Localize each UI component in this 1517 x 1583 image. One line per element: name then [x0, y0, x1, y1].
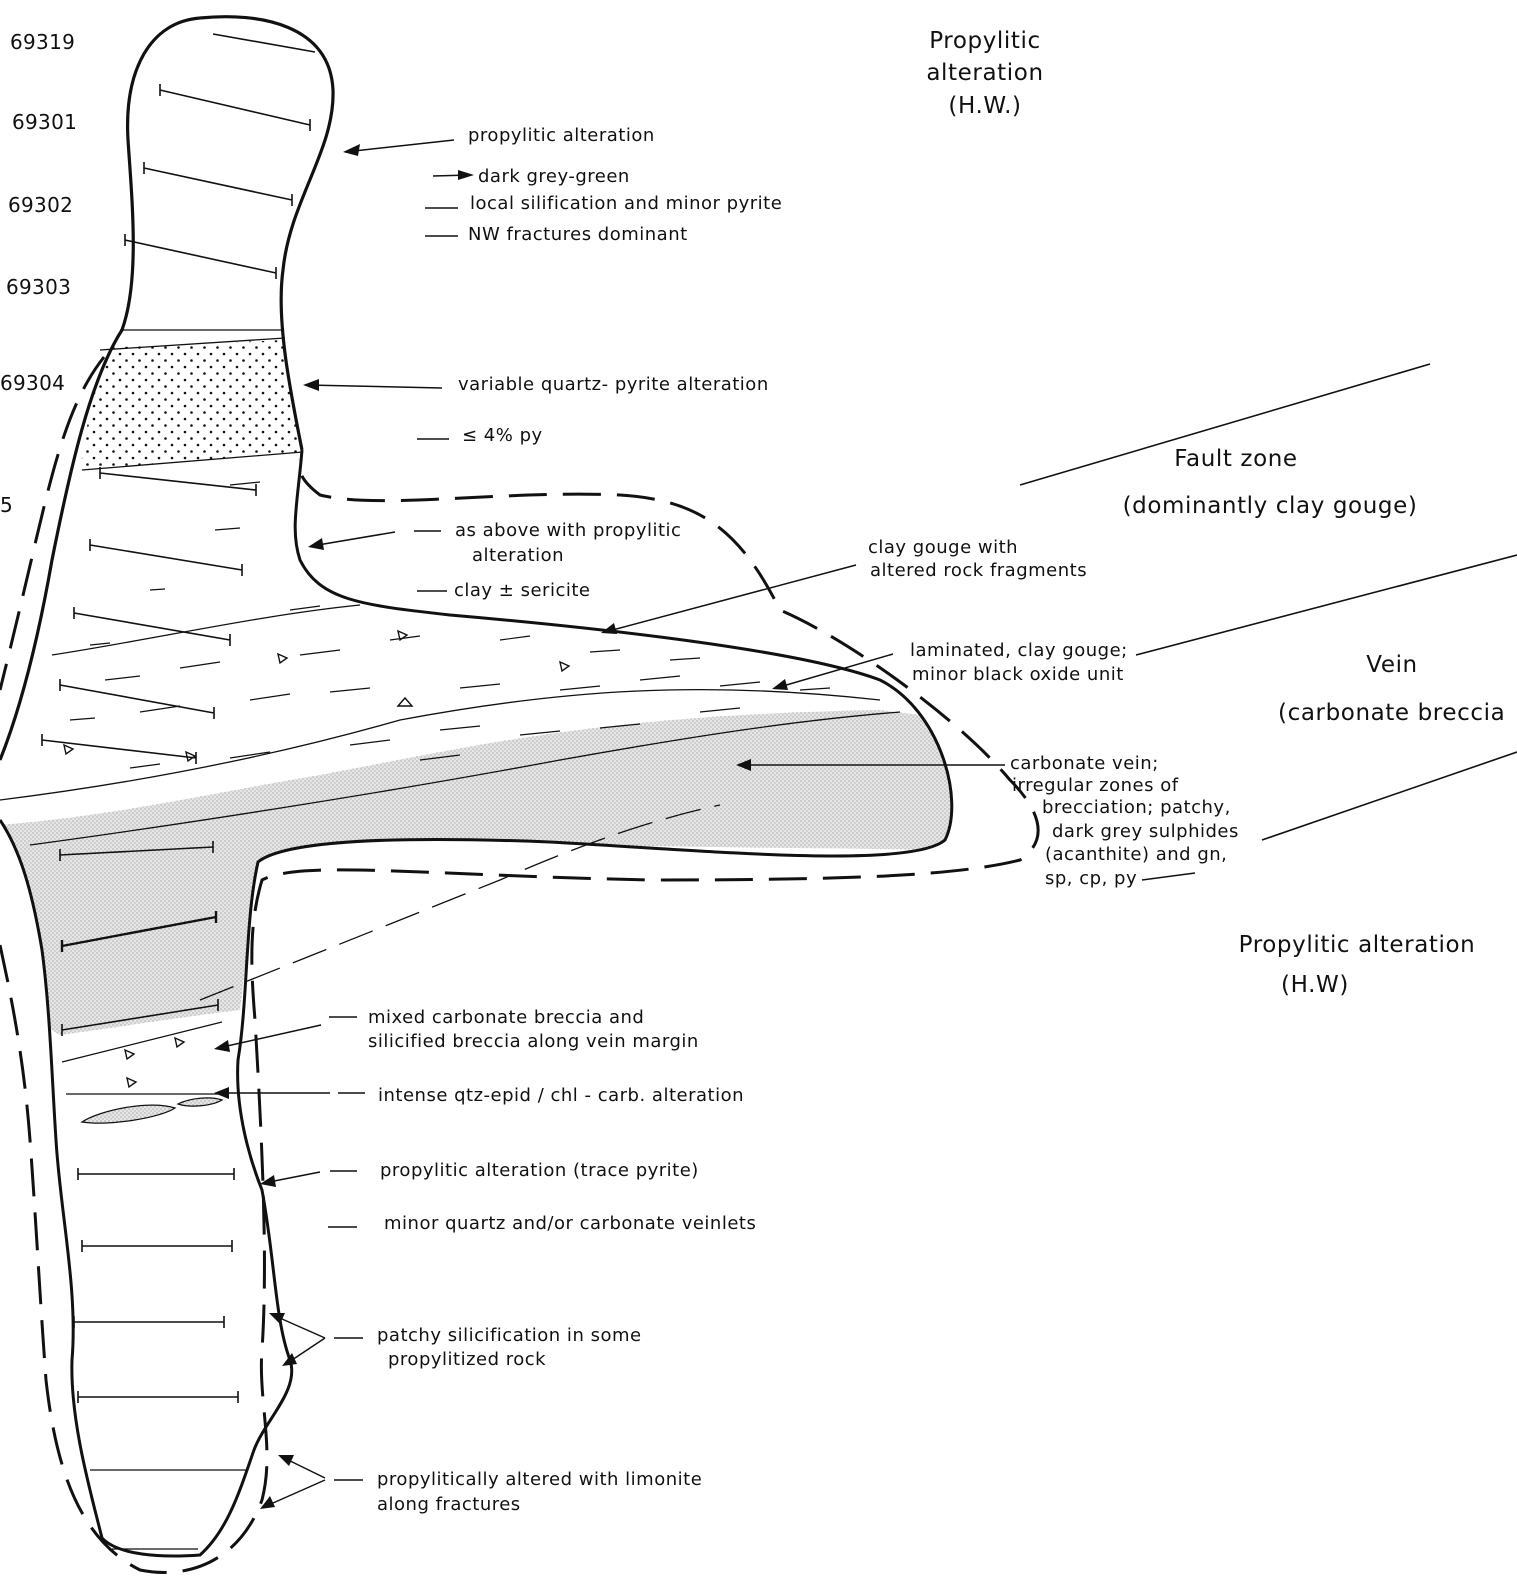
annotation-text: propylitically altered with limonite — [377, 1469, 702, 1490]
annotation-text: as above with propylitic — [455, 520, 681, 541]
annotation-text: patchy silicification in some — [377, 1325, 642, 1346]
zone-label-propylitic-top: (H.W.) — [948, 93, 1021, 119]
zone-label-propylitic-top: Propylitic — [929, 28, 1041, 54]
annotation-text: altered rock fragments — [870, 560, 1087, 581]
zone-label-propylitic-top: alteration — [926, 60, 1043, 86]
annotation-text: clay ± sericite — [454, 580, 591, 601]
annotation-text: dark grey sulphides — [1052, 821, 1239, 842]
annotation-text: NW fractures dominant — [468, 224, 688, 245]
annotation-text: propylitic alteration (trace pyrite) — [380, 1160, 699, 1181]
annotation-text: dark grey-green — [478, 166, 630, 187]
annotation-text: alteration — [472, 545, 564, 566]
zone-label-vein: (carbonate breccia — [1278, 700, 1505, 726]
annotation-text: (acanthite) and gn, — [1045, 844, 1227, 865]
carbonate-vein-fill — [0, 710, 960, 1035]
sample-label: 69304 — [0, 371, 65, 395]
annotation-text: brecciation; patchy, — [1042, 797, 1231, 818]
annotation-text: variable quartz- pyrite alteration — [458, 374, 769, 395]
sample-label: 69319 — [10, 30, 75, 54]
annotation-text: clay gouge with — [868, 537, 1018, 558]
sample-label: 69302 — [8, 193, 73, 217]
annotation-text: propylitized rock — [388, 1349, 546, 1370]
zone-label-propylitic-bottom: (H.W) — [1281, 972, 1349, 998]
zone-label-fault: (dominantly clay gouge) — [1123, 493, 1418, 519]
annotation-text: laminated, clay gouge; — [910, 640, 1128, 661]
annotation-text: minor black oxide unit — [912, 664, 1124, 685]
annotation-text: along fractures — [377, 1494, 521, 1515]
annotation-text: sp, cp, py — [1045, 868, 1137, 889]
qtz-epid-lens-small — [178, 1098, 222, 1106]
sample-label: 5 — [0, 493, 13, 517]
sample-label: 69301 — [12, 110, 77, 134]
annotation-text: mixed carbonate breccia and — [368, 1007, 644, 1028]
annotation-text: carbonate vein; — [1010, 753, 1159, 774]
quartz-pyrite-zone-fill — [80, 340, 303, 470]
annotation-text: silicified breccia along vein margin — [368, 1031, 699, 1052]
annotation-text: minor quartz and/or carbonate veinlets — [384, 1213, 756, 1234]
zone-label-vein: Vein — [1366, 652, 1417, 678]
zone-label-fault: Fault zone — [1174, 446, 1297, 472]
annotation-text: irregular zones of — [1012, 775, 1179, 796]
sample-label: 69303 — [6, 275, 71, 299]
sample-number-labels: 69319 69301 69302 69303 69304 5 — [0, 30, 77, 517]
annotation-text: local silification and minor pyrite — [470, 193, 782, 214]
zone-label-propylitic-bottom: Propylitic alteration — [1239, 932, 1476, 958]
annotation-text: propylitic alteration — [468, 125, 655, 146]
qtz-epid-lens — [82, 1105, 175, 1123]
annotation-text: intense qtz-epid / chl - carb. alteratio… — [378, 1085, 744, 1106]
annotation-text: ≤ 4% py — [462, 425, 543, 446]
